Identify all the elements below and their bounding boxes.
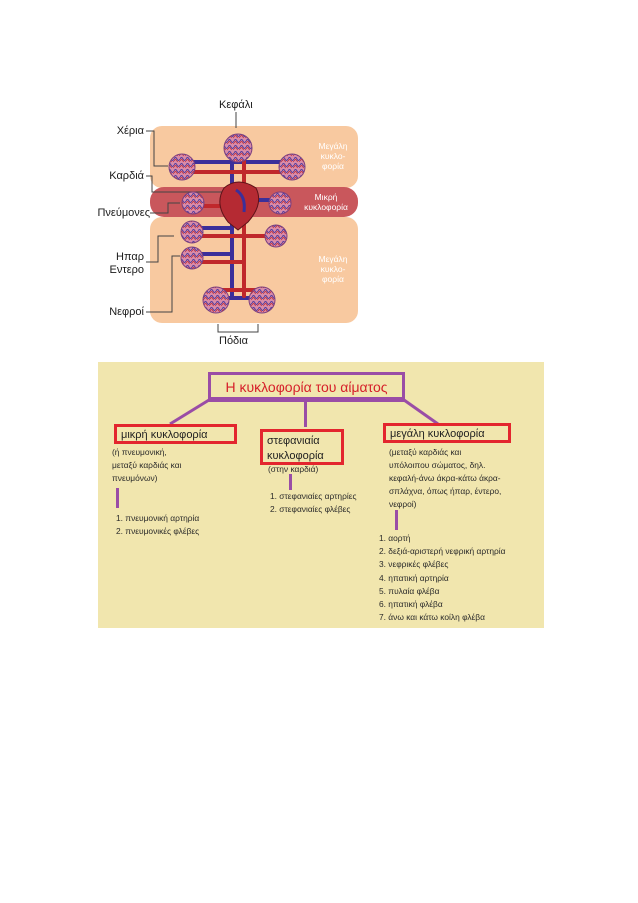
map-title: Η κυκλοφορία του αίματος (225, 379, 388, 395)
region-label-lower-major: Μεγάλη κυκλο- φορία (318, 254, 348, 284)
systemic-title: μεγάλη κυκλοφορία (390, 428, 485, 440)
capillary-right-kidney (248, 286, 276, 314)
capillary-left-arm (168, 153, 196, 181)
capillary-liver (180, 220, 204, 244)
connector (169, 398, 439, 426)
list-item: 7. άνω και κάτω κοίλη φλέβα (379, 612, 485, 623)
map-title-box: Η κυκλοφορία του αίματος (208, 372, 405, 400)
circulation-diagram: Κεφάλι Χέρια Καρδιά Πνεύμονες Ηπαρ Εντερ… (0, 0, 638, 360)
label-intestine: Εντερο (109, 264, 144, 276)
connector (395, 510, 398, 530)
coronary-box: στεφανιαία κυκλοφορία (260, 429, 344, 465)
systemic-box: μεγάλη κυκλοφορία (383, 423, 511, 443)
label-liver: Ηπαρ (116, 251, 144, 263)
region-label-pulmonary: Μικρή κυκλοφορία (304, 192, 348, 212)
list-item: 1. αορτή (379, 533, 411, 543)
list-item: 2. δεξιά-αριστερή νεφρική αρτηρία (379, 546, 506, 557)
label-feet: Πόδια (219, 335, 248, 347)
label-kidneys: Νεφροί (109, 306, 144, 318)
pulmonary-list: 1. πνευμονική αρτηρία 2. πνευμονικές φλέ… (116, 512, 199, 538)
label-hands: Χέρια (116, 125, 144, 137)
list-item: 2. στεφανιαίες φλέβες (270, 504, 351, 515)
lower-major-region (150, 217, 358, 323)
region-label-upper-major: Μεγάλη κυκλο- φορία (318, 141, 348, 171)
capillary-head (223, 133, 253, 163)
heart-icon (219, 181, 260, 231)
coronary-note: (στην καρδιά) (268, 464, 319, 474)
capillary-right-lung (268, 191, 292, 215)
list-item: 6. ηπατική φλέβα (379, 599, 443, 610)
pulmonary-title: μικρή κυκλοφορία (121, 429, 208, 441)
pulmonary-box: μικρή κυκλοφορία (114, 424, 237, 444)
capillary-right-arm (278, 153, 306, 181)
connector (304, 399, 307, 427)
label-head: Κεφάλι (219, 99, 253, 111)
connector (116, 488, 119, 508)
coronary-list: 1. στεφανιαίες αρτηρίες 2. στεφανιαίες φ… (270, 490, 357, 516)
coronary-title-line1: στεφανιαία (267, 435, 320, 447)
coronary-title-line2: κυκλοφορία (267, 450, 324, 462)
label-heart: Καρδιά (109, 170, 144, 182)
pulmonary-note: (ή πνευμονική, μεταξύ καρδιάς και πνευμό… (112, 447, 182, 483)
list-item: 3. νεφρικές φλέβες (379, 559, 449, 570)
list-item: 1. πνευμονική αρτηρία (116, 513, 200, 523)
list-item: 4. ηπατική αρτηρία (379, 572, 449, 583)
capillary-left-lung (181, 191, 205, 215)
systemic-note: (μεταξύ καρδιάς και υπόλοιπου σώματος, δ… (389, 447, 502, 509)
list-item: 2. πνευμονικές φλέβες (116, 526, 200, 537)
list-item: 1. στεφανιαίες αρτηρίες (270, 491, 357, 501)
capillary-stomach (264, 224, 288, 248)
list-item: 5. πυλαία φλέβα (379, 585, 440, 596)
systemic-list: 1. αορτή 2. δεξιά-αριστερή νεφρική αρτηρ… (379, 532, 505, 624)
label-lungs: Πνεύμονες (97, 207, 150, 219)
capillary-intestine (180, 246, 204, 270)
capillary-left-kidney (202, 286, 230, 314)
connector (289, 474, 292, 490)
circulation-illustration (146, 112, 358, 333)
concept-map-panel: Η κυκλοφορία του αίματος μικρή κυκλοφορί… (98, 362, 544, 628)
